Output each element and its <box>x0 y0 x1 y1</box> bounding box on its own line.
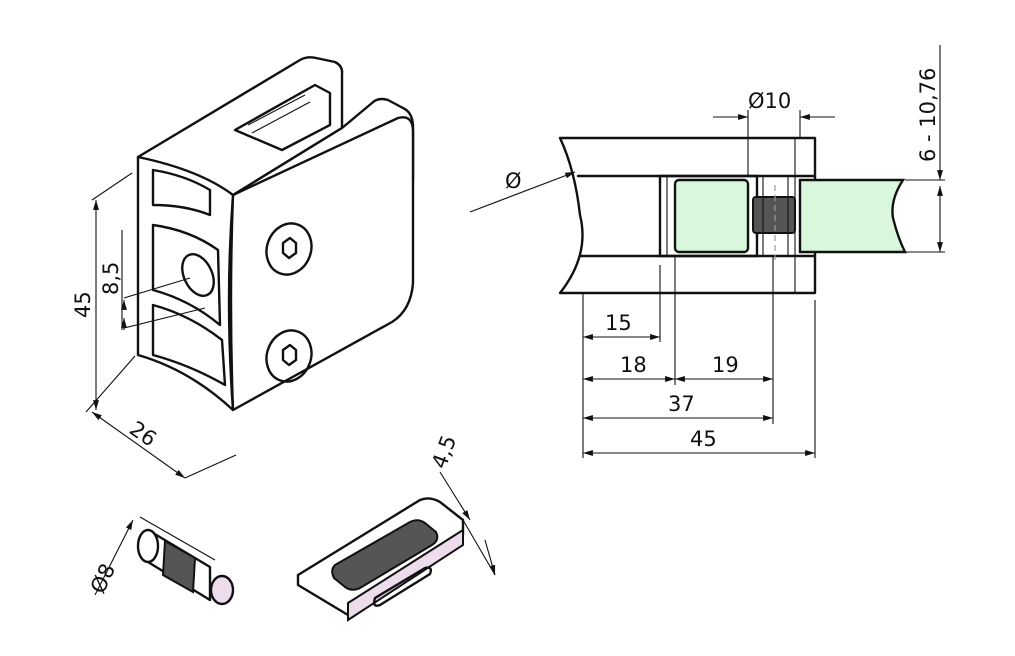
dim-15: 15 <box>605 311 632 335</box>
dim-pin-diameter: Ø8 <box>86 560 120 597</box>
screw-top <box>265 222 313 276</box>
dim-gasket-thickness: 4,5 <box>427 432 461 472</box>
pin-section <box>752 196 796 234</box>
dim-slot: 8,5 <box>99 262 123 295</box>
dim-tube-diameter: Ø <box>505 169 522 193</box>
clamp-isometric: 45 8,5 26 <box>71 56 415 479</box>
dim-18: 18 <box>620 353 647 377</box>
dim-glass-thickness: 6 - 10,76 <box>916 68 940 162</box>
dim-37: 37 <box>668 392 695 416</box>
dim-depth: 26 <box>125 416 161 451</box>
dim-pin-diameter-section: Ø10 <box>748 89 791 113</box>
dim-45: 45 <box>690 427 717 451</box>
section-view: Ø Ø10 6 - 10,76 15 18 19 37 45 <box>469 45 945 458</box>
dim-height: 45 <box>71 291 95 318</box>
dim-19: 19 <box>712 353 739 377</box>
pin-part: Ø8 <box>86 516 235 606</box>
screw-bottom <box>265 329 313 383</box>
glass-panel <box>798 178 907 254</box>
gasket-section <box>673 178 750 254</box>
gasket-part: 4,5 <box>296 432 496 622</box>
